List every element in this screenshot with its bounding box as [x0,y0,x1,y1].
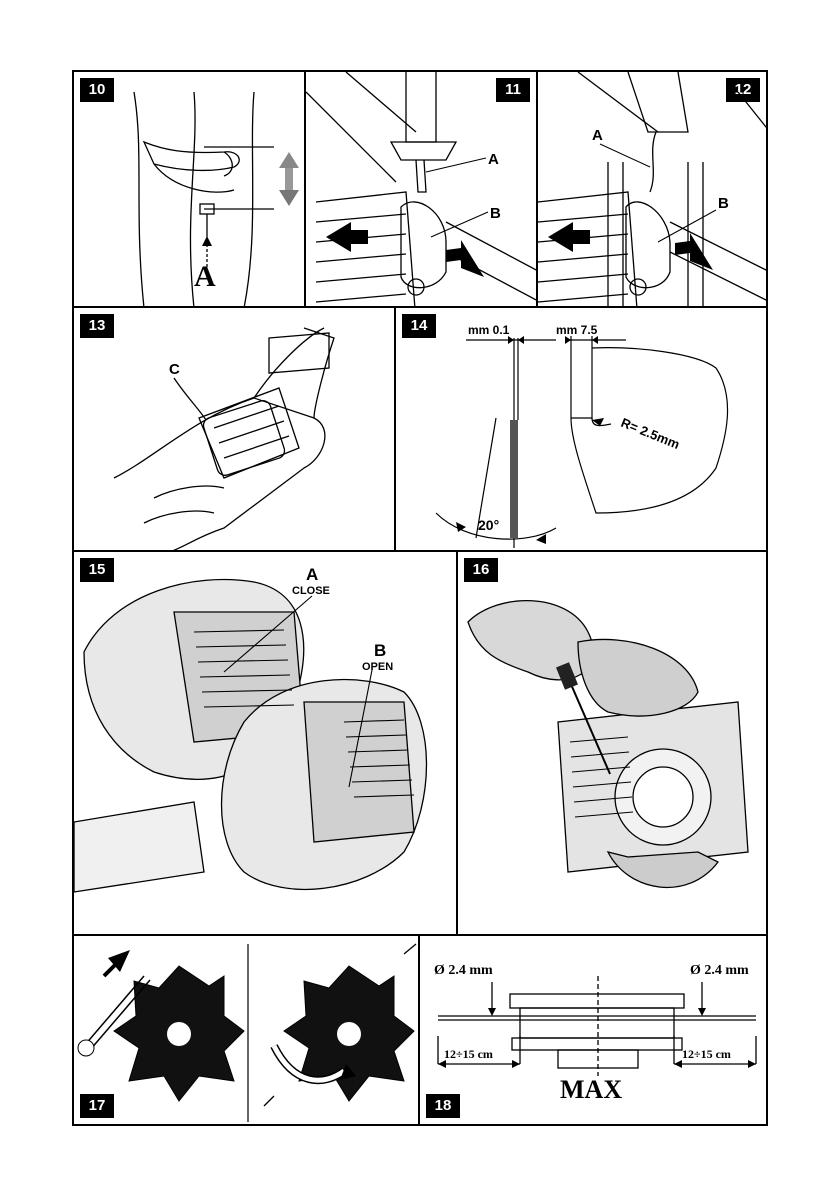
diameter-left: Ø 2.4 mm [434,963,493,978]
figure-15: 15 A CLOSE B OPEN [72,550,458,936]
figure-11: 11 A B [304,70,538,308]
label-a: A [592,127,603,144]
dimension-right: mm 7.5 [556,323,598,337]
max-label: MAX [560,1075,622,1104]
figure-17: 17 [72,934,420,1126]
label-a-state: CLOSE [292,585,330,597]
blade-sharpening-diagram: mm 0.1 mm 7.5 R= 2.5mm 20° [396,308,768,552]
blade-file-illustration [74,936,420,1126]
diameter-right: Ø 2.4 mm [690,963,749,978]
label-c: C [169,361,180,378]
angle-label: 20° [478,517,499,533]
shoulder-pad-illustration: C [74,308,396,552]
length-right: 12÷15 cm [682,1047,731,1061]
label-a: A [488,151,499,168]
radius-label: R= 2.5mm [619,415,682,452]
figure-16: 16 [456,550,768,936]
figure-13: 13 C [72,306,396,552]
length-left: 12÷15 cm [444,1047,493,1061]
carburetor-adjust-illustration [458,552,768,936]
strap-attachment-illustration: A B [306,72,538,308]
label-b: B [490,205,501,222]
harness-length-illustration: A [74,72,306,308]
figure-18: 18 [418,934,768,1126]
trimmer-head-diagram: Ø 2.4 mm Ø 2.4 mm 12÷15 cm 12÷15 cm MAX [420,936,768,1126]
label-b: B [374,641,386,660]
label-b-state: OPEN [362,661,393,673]
figure-14: 14 mm 0.1 mm 7.5 [394,306,768,552]
label-a: A [194,260,216,293]
label-b: B [718,195,729,212]
choke-lever-illustration: A CLOSE B OPEN [74,552,458,936]
dimension-left: mm 0.1 [468,323,510,337]
label-a: A [306,565,318,584]
figure-10: 10 A [72,70,306,308]
strap-attachment-alt-illustration: A B [538,72,768,308]
figure-12: 12 A B [536,70,768,308]
